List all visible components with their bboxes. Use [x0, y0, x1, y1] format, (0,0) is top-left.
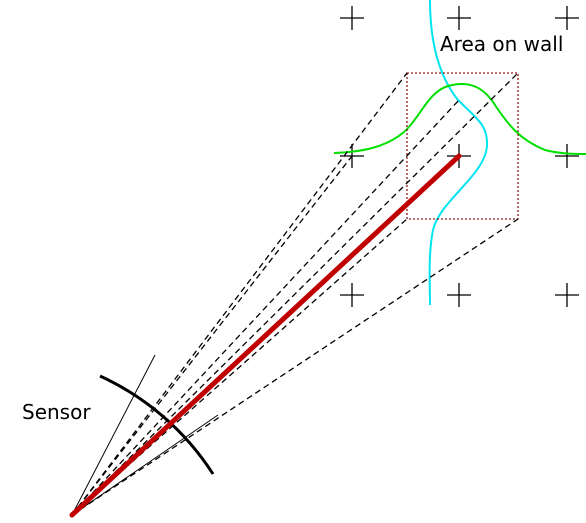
area-on-wall-label: Area on wall [440, 32, 563, 56]
grid-marker [555, 283, 579, 307]
sensor-arc [99, 374, 215, 475]
fov-line-top-right [71, 72, 519, 516]
fov-line-bottom-right [71, 218, 519, 516]
sensor-angle-line-lower [71, 414, 219, 516]
area-on-wall-box [406, 72, 519, 220]
grid-marker [447, 6, 471, 30]
grid-marker [340, 283, 364, 307]
fov-line-mid-2 [71, 99, 460, 516]
grid-marker [555, 6, 579, 30]
sensor-label: Sensor [22, 400, 91, 424]
wall-grid-markers [340, 6, 579, 307]
sensor-beam [69, 153, 462, 518]
grid-marker [447, 283, 471, 307]
grid-marker [340, 6, 364, 30]
vertical-sensitivity-curve [428, 0, 489, 306]
fov-line-top-left [71, 72, 408, 516]
field-of-view-lines [71, 72, 519, 516]
sensor-angle-line-upper [71, 354, 156, 516]
grid-marker [555, 144, 579, 168]
sensor-angle-lines [71, 354, 219, 516]
horizontal-sensitivity-curve [333, 83, 586, 155]
fov-line-mid-1 [71, 155, 353, 516]
